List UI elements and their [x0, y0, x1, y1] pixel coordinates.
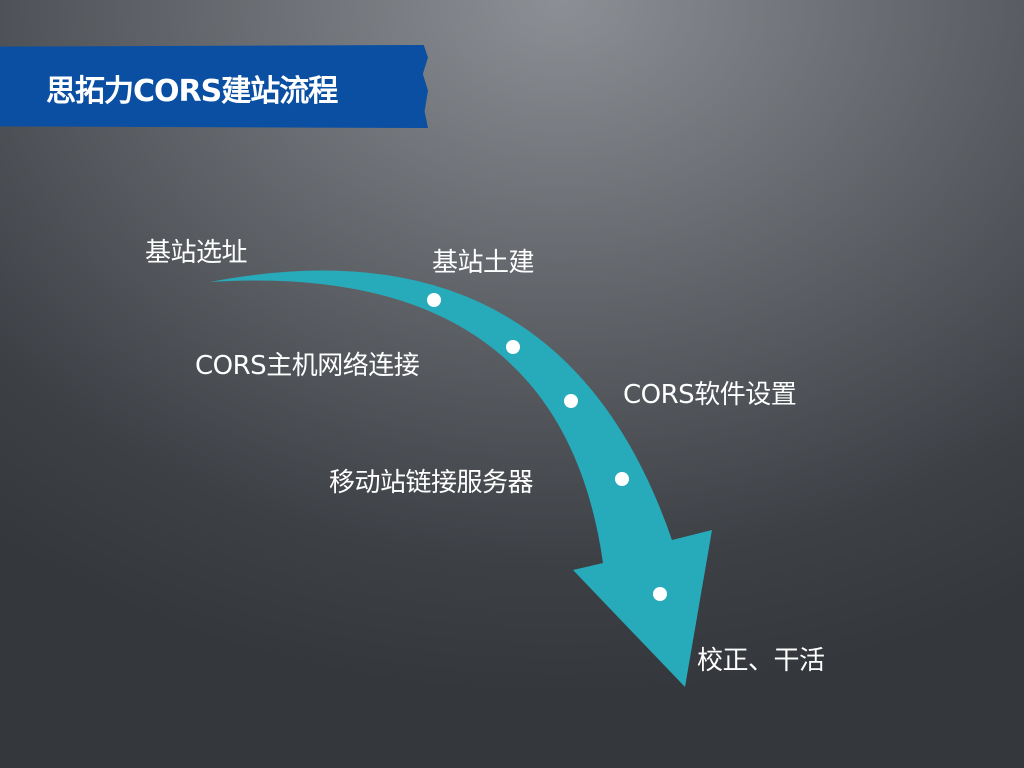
step-dot: [564, 394, 578, 408]
step-label: 校正、干活: [697, 646, 825, 676]
step-label: CORS主机网络连接: [195, 351, 420, 381]
curved-arrow: [210, 270, 712, 687]
step-label: 移动站链接服务器: [329, 468, 534, 498]
page-title: 思拓力CORS建站流程: [46, 74, 338, 109]
step-dot: [506, 340, 520, 354]
title-banner: [0, 45, 428, 128]
step-label: 基站选址: [145, 238, 248, 268]
step-dot: [615, 472, 629, 486]
step-dot: [427, 293, 441, 307]
step-label: CORS软件设置: [623, 380, 797, 410]
step-label: 基站土建: [432, 248, 535, 278]
step-dot: [653, 587, 667, 601]
